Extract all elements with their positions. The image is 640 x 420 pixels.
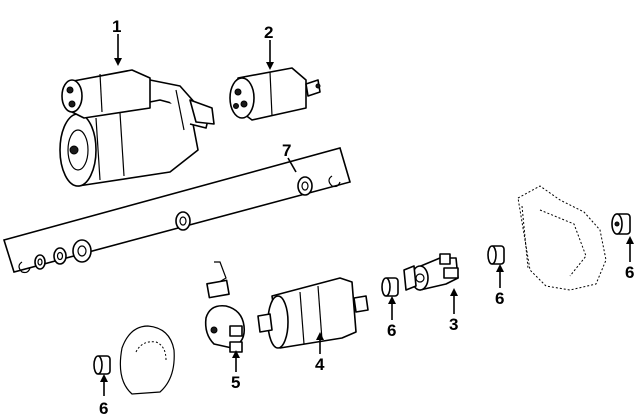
part-6-bushing-a [381,277,399,297]
callout-6-c: 6 [625,263,634,282]
callout-6-d: 6 [99,399,108,418]
callout-3: 3 [449,315,458,334]
part-6-bushing-c [611,213,631,235]
part-1-starter-motor [59,69,215,187]
drive-end-housing [517,185,607,291]
panel-ring-4 [53,247,67,265]
panel-clip-2 [18,261,31,274]
callout-4: 4 [315,355,325,374]
part-7-seal-kit-panel [2,147,351,274]
callout-1: 1 [112,17,121,36]
callout-6-b: 6 [495,289,504,308]
panel-clip [328,175,341,188]
part-6-bushing-d [93,355,111,375]
panel-ring-2 [175,211,191,231]
callout-7: 7 [282,141,291,160]
part-5-brush-holder [204,261,246,353]
part-6-bushing-b [487,245,505,265]
commutator-end-housing [119,325,175,395]
panel-ring-1 [297,176,313,196]
panel-ring-3 [72,239,92,263]
part-2-solenoid [229,67,321,121]
callout-6-a: 6 [387,321,396,340]
panel-ring-5 [34,254,46,270]
callout-arrows [100,34,634,396]
callout-2: 2 [264,23,273,42]
part-4-armature [257,277,369,349]
part-3-drive-pinion [403,253,459,291]
callout-5: 5 [231,373,240,392]
